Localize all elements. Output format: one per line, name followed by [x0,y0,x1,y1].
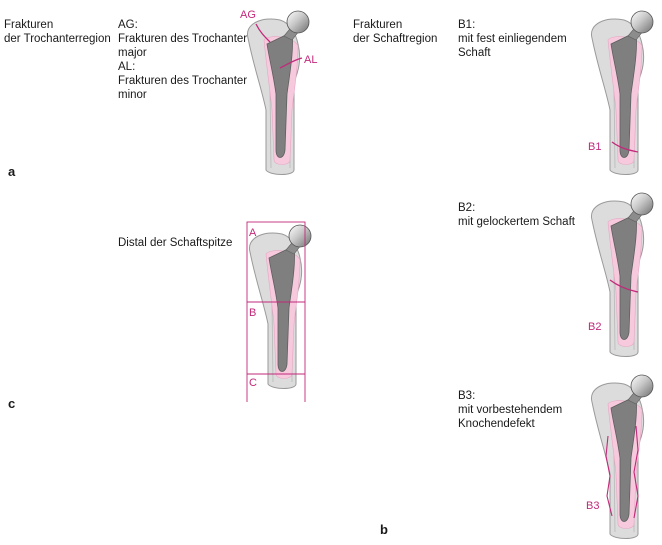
b2-description: B2: mit gelockertem Schaft [458,202,575,228]
zone-c-box [246,373,306,402]
panel-label-a: a [8,164,16,179]
al-fracture-line [279,57,303,69]
panel-label-c: c [8,396,16,411]
shaft-region-heading: Frakturen der Schaftregion [353,19,438,45]
b3-defect-line-right [633,425,639,519]
b3-prosthesis-illustration: B3 [586,374,654,539]
b2-prosthesis-illustration: B2 [588,192,654,357]
b3-defect-line-left [605,435,613,517]
ag-al-prosthesis-illustration: AG AL [240,9,317,175]
trochanter-region-heading: Frakturen der Trochanterregion [4,19,111,45]
distal-description: Distal der Schaftspitze [118,237,233,249]
ag-fracture-line [255,23,271,43]
b1-fracture-line [611,141,639,153]
label-ag: AG [240,9,256,21]
panel-label-b: b [380,522,388,537]
b1-prosthesis-illustration: B1 [588,10,654,175]
label-b2: B2 [588,321,601,333]
label-zone-a: A [249,227,257,239]
label-zone-b: B [249,307,256,319]
label-b3: B3 [586,500,599,512]
b2-fracture-line [609,279,639,293]
label-al: AL [304,54,317,66]
b1-description: B1: mit fest einliegendem Schaft [458,19,567,59]
ag-al-description: AG: Frakturen des Trochanter major AL: F… [118,19,248,101]
b3-description: B3: mit vorbestehendem Knochendefekt [458,390,563,430]
zone-prosthesis-illustration: A B C [246,221,312,402]
label-b1: B1 [588,141,601,153]
label-zone-c: C [249,377,257,389]
